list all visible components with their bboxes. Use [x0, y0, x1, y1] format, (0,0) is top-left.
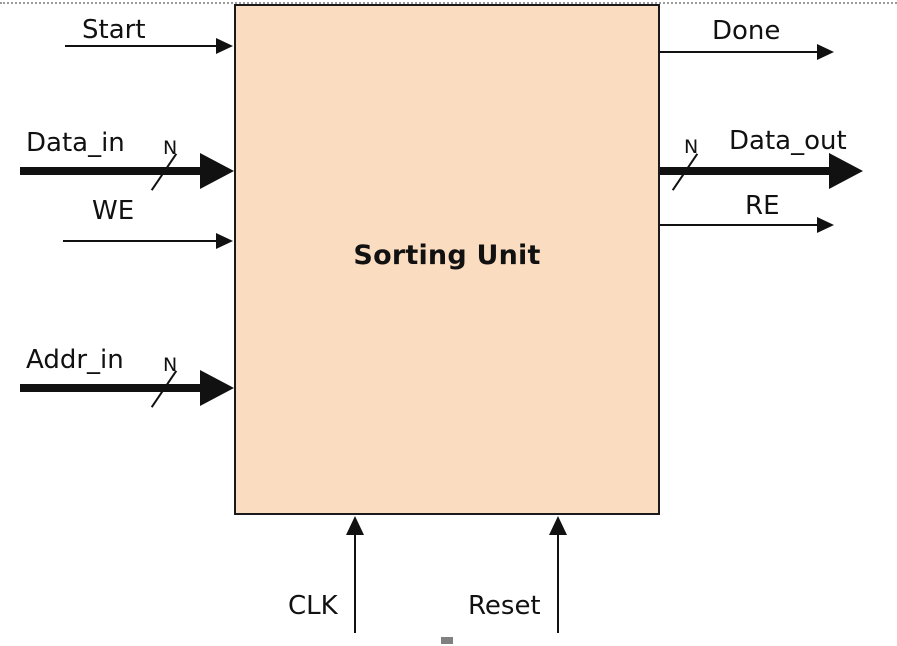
- control-wire-clk: [354, 534, 356, 633]
- arrowhead-clk-icon: [346, 516, 364, 535]
- arrowhead-done-icon: [817, 44, 834, 60]
- control-label-reset: Reset: [468, 591, 541, 621]
- arrowhead-start-icon: [216, 38, 233, 54]
- selection-frame-top: [0, 2, 897, 4]
- input-bus-addr-in: [20, 384, 204, 392]
- arrowhead-reset-icon: [549, 516, 567, 535]
- sorting-unit-block[interactable]: [234, 4, 660, 515]
- arrowhead-re-icon: [817, 217, 834, 233]
- arrowhead-data-in-icon: [200, 153, 234, 189]
- input-wire-we: [63, 240, 217, 242]
- block-label: Sorting Unit: [353, 240, 541, 271]
- output-label-data-out: Data_out: [729, 126, 847, 156]
- control-label-clk: CLK: [288, 591, 338, 621]
- input-wire-start: [65, 45, 217, 47]
- input-label-start: Start: [82, 15, 146, 45]
- arrowhead-we-icon: [216, 233, 233, 249]
- arrowhead-addr-in-icon: [200, 370, 234, 406]
- input-label-we: WE: [92, 196, 135, 226]
- output-bus-data-out: [660, 167, 833, 175]
- arrowhead-data-out-icon: [829, 153, 863, 189]
- control-wire-reset: [557, 534, 559, 633]
- input-bus-data-in: [20, 167, 204, 175]
- bus-width-label-data-out: N: [684, 136, 699, 158]
- resize-handle-bottom-icon[interactable]: [441, 637, 453, 644]
- bus-width-label-addr-in: N: [163, 354, 178, 376]
- output-wire-done: [660, 51, 818, 53]
- output-label-done: Done: [712, 16, 781, 46]
- output-wire-re: [660, 224, 818, 226]
- bus-width-label-data-in: N: [163, 137, 178, 159]
- input-label-data-in: Data_in: [26, 128, 125, 158]
- input-label-addr-in: Addr_in: [26, 345, 124, 375]
- output-label-re: RE: [745, 191, 780, 221]
